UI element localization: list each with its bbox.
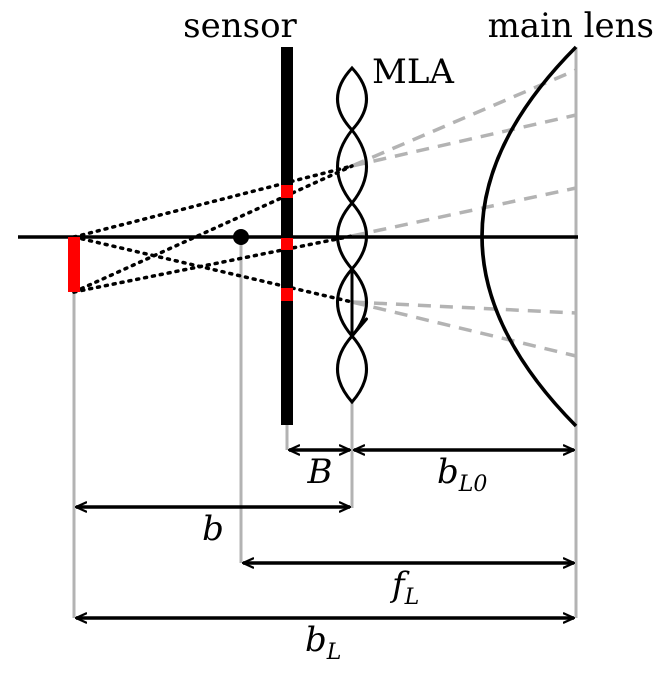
microlens (350, 268, 368, 337)
sensor-pixel-upper (281, 185, 293, 198)
dimension-arrows (76, 450, 574, 618)
label-fL: fL (389, 565, 419, 610)
dashed-ray (351, 186, 577, 238)
dotted-rays (72, 164, 354, 304)
dotted-ray (72, 234, 354, 294)
microlens (336, 333, 368, 405)
label-bL0: bL0 (437, 452, 487, 497)
focal-point (233, 229, 249, 245)
sensor-label: sensor (183, 6, 297, 46)
dashed-ray (351, 68, 577, 168)
mla-label: MLA (372, 52, 454, 92)
label-fL-sub: L (404, 585, 420, 610)
dotted-ray (72, 164, 354, 294)
label-bL0-sub: L0 (458, 472, 488, 497)
dotted-ray (72, 235, 354, 304)
main-lens-arc (480, 45, 578, 428)
label-b: b (202, 509, 224, 549)
label-bL0-main: b (437, 452, 459, 492)
label-B: B (307, 452, 333, 492)
main-lens-label: main lens (488, 6, 654, 46)
dashed-ray (351, 300, 577, 358)
sensor-pixel-lower (281, 288, 293, 301)
label-bL-main: b (305, 620, 327, 660)
sensor-pixel-center (281, 238, 293, 250)
sensor-bar (281, 47, 293, 425)
dashed-ray (351, 300, 577, 315)
object-marker (68, 237, 80, 292)
dashed-ray (351, 113, 577, 168)
dashed-rays (351, 68, 577, 358)
microlens-array (336, 65, 368, 405)
label-bL-sub: L (326, 640, 342, 665)
label-bL: bL (305, 620, 341, 665)
microlens (336, 65, 368, 133)
dotted-ray (72, 164, 354, 239)
guide-lines (72, 47, 578, 618)
